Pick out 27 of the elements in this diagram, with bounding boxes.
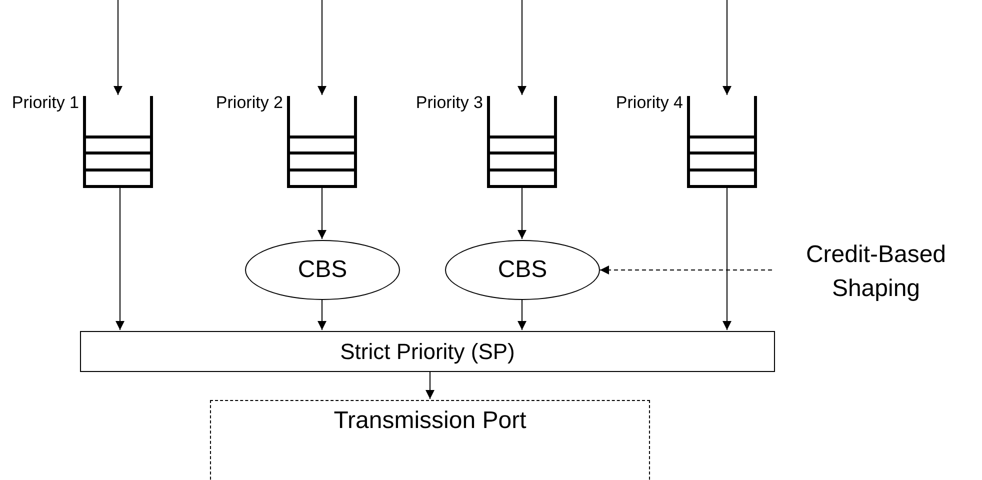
shaper-label: CBS xyxy=(498,255,548,285)
arrow xyxy=(318,300,326,330)
shaper-label: CBS xyxy=(298,255,348,285)
port-label: Transmission Port xyxy=(334,407,526,436)
annotation-text: Credit-Based Shaping xyxy=(804,240,948,304)
arrow xyxy=(116,188,124,330)
queue-symbol xyxy=(287,96,357,188)
queue-symbol xyxy=(487,96,557,188)
arrow xyxy=(722,188,732,330)
arrow xyxy=(518,188,526,240)
scheduler-label: Strict Priority (SP) xyxy=(340,338,515,366)
arrow xyxy=(114,0,122,96)
queue-symbol xyxy=(687,96,757,188)
arrow xyxy=(722,0,732,96)
arrow xyxy=(518,300,526,330)
priority-label: Priority 1 xyxy=(12,92,79,114)
arrow xyxy=(518,0,526,96)
arrow xyxy=(318,188,326,240)
priority-label: Priority 4 xyxy=(616,92,683,114)
scheduler-box xyxy=(80,331,775,372)
arrow xyxy=(600,266,772,274)
queue-symbol xyxy=(83,96,153,188)
priority-label: Priority 2 xyxy=(216,92,283,114)
arrow xyxy=(318,0,326,96)
port-box xyxy=(210,400,650,480)
priority-label: Priority 3 xyxy=(416,92,483,114)
arrow xyxy=(426,372,434,400)
